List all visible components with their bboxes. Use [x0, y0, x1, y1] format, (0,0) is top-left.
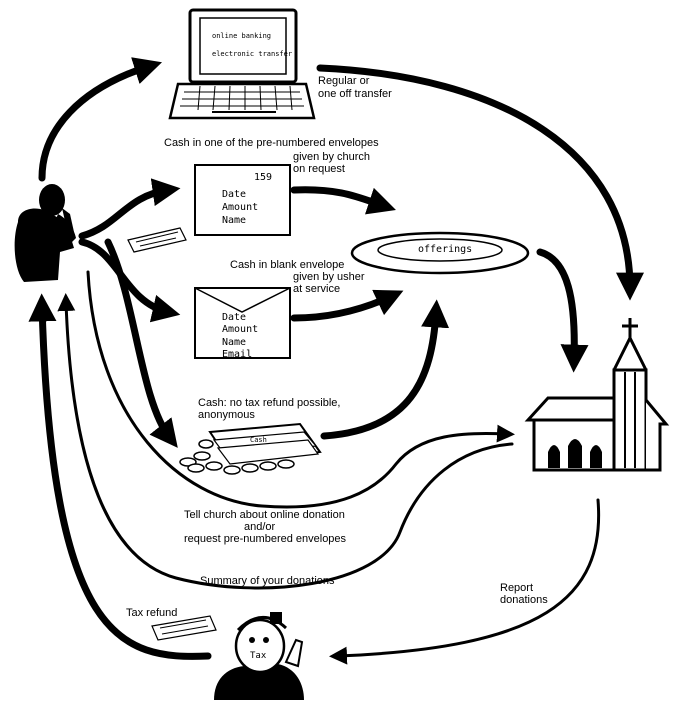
arrow-person-to-laptop [38, 57, 163, 182]
arrow-tax-refund [28, 293, 212, 660]
arrow-envelope-1-to-plate [290, 186, 396, 215]
envelope-date-field: Date [222, 189, 246, 200]
arrow-tell-church [86, 270, 515, 509]
envelope-number: 159 [254, 172, 272, 183]
prenumbered-label-2: given by church [293, 151, 370, 163]
cash-label-1: Cash: no tax refund possible, [198, 397, 340, 409]
blank-envelope-label-2: given by usher [293, 271, 365, 283]
tax-refund-cheque-icon [151, 615, 217, 641]
blank-envelope-label-3: at service [293, 283, 340, 295]
envelope-blank-email-field: Email [222, 349, 252, 360]
arrow-to-envelope-1 [78, 178, 181, 240]
laptop-line-1: online banking [212, 32, 271, 40]
tell-church-label-2: and/or [244, 521, 276, 533]
summary-label: Summary of your donations [200, 575, 335, 587]
cheque-icon [127, 227, 187, 253]
arrow-church-summary [57, 293, 514, 590]
arrow-plate-to-church [536, 248, 589, 373]
envelope-blank: Date Amount Name Email [194, 287, 291, 360]
flow-arrows [28, 57, 644, 665]
transfer-label-2: one off transfer [318, 88, 392, 100]
cash-label: Cash [250, 436, 267, 444]
envelope-prenumbered: 159 Date Amount Name [194, 164, 291, 236]
report-donations-label-1: Report [500, 582, 533, 594]
report-donations-label-2: donations [500, 594, 548, 606]
envelope-blank-date-field: Date [222, 312, 246, 323]
envelope-amount-field: Amount [222, 202, 258, 213]
tax-man-icon: Tax [214, 612, 304, 700]
cash-pile-icon: Cash [179, 422, 322, 475]
church-icon [524, 318, 670, 472]
arrow-report-donations [329, 498, 601, 665]
envelope-blank-amount-field: Amount [222, 324, 258, 335]
prenumbered-label-3: on request [293, 163, 345, 175]
tax-refund-label: Tax refund [126, 607, 177, 619]
tell-church-label-3: request pre-numbered envelopes [184, 533, 347, 545]
arrow-laptop-to-church [316, 64, 644, 301]
prenumbered-label-1: Cash in one of the pre-numbered envelope… [164, 137, 379, 149]
cash-label-2: anonymous [198, 409, 255, 421]
arrow-to-cash [104, 238, 178, 448]
arrow-cash-to-plate [320, 299, 450, 440]
praying-person-icon [14, 184, 76, 282]
envelope-name-field: Name [222, 215, 246, 226]
plate-label: offerings [418, 244, 472, 255]
tell-church-label-1: Tell church about online donation [184, 509, 345, 521]
laptop-icon: online banking electronic transfer [168, 8, 316, 120]
arrow-envelope-2-to-plate [290, 289, 404, 322]
transfer-label-1: Regular or [318, 75, 370, 87]
laptop-line-2: electronic transfer [212, 50, 292, 58]
offering-plate-icon: offerings [350, 231, 530, 275]
tax-label: Tax [250, 651, 267, 661]
envelope-blank-name-field: Name [222, 337, 246, 348]
blank-envelope-label-1: Cash in blank envelope [230, 259, 344, 271]
